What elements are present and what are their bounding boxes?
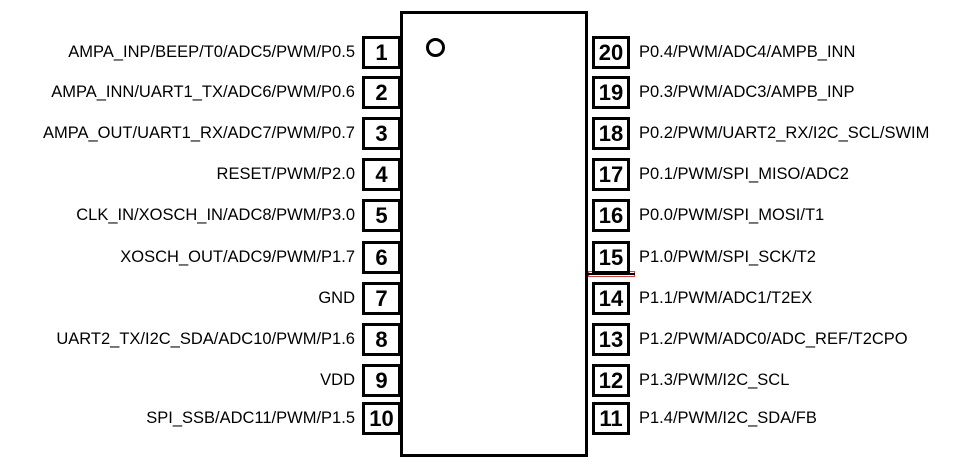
- right-pin-label: P1.3/PWM/I2C_SCL: [639, 371, 790, 389]
- right-pin-label: P1.4/PWM/I2C_SDA/FB: [639, 409, 817, 427]
- pin1-indicator-circle: [426, 38, 445, 57]
- left-pin-label: UART2_TX/I2C_SDA/ADC10/PWM/P1.6: [56, 330, 355, 348]
- right-pin-number: 19: [592, 76, 630, 109]
- right-pin-number: 16: [592, 199, 630, 232]
- left-pin-label: VDD: [320, 371, 355, 389]
- right-pin-number: 13: [592, 323, 630, 356]
- left-pin-number: 1: [362, 36, 401, 69]
- left-pin-label: AMPA_INP/BEEP/T0/ADC5/PWM/P0.5: [68, 43, 355, 61]
- left-pin-number: 5: [362, 199, 401, 232]
- right-pin-number: 17: [592, 158, 630, 191]
- left-pin-number: 9: [362, 364, 401, 397]
- left-pin-number: 4: [362, 158, 401, 191]
- right-pin-number: 18: [592, 117, 630, 150]
- right-pin-label: P0.2/PWM/UART2_RX/I2C_SCL/SWIM: [639, 124, 930, 142]
- left-pin-number: 2: [362, 76, 401, 109]
- right-pin-number: 12: [592, 364, 630, 397]
- selection-marker-line: [588, 273, 635, 275]
- right-pin-label: P0.4/PWM/ADC4/AMPB_INN: [639, 43, 856, 61]
- right-pin-label: P0.0/PWM/SPI_MOSI/T1: [639, 206, 825, 224]
- right-pin-label: P0.3/PWM/ADC3/AMPB_INP: [639, 83, 855, 101]
- right-pin-label: P1.2/PWM/ADC0/ADC_REF/T2CPO: [639, 330, 908, 348]
- right-pin-label: P1.0/PWM/SPI_SCK/T2: [639, 248, 816, 266]
- right-pin-label: P1.1/PWM/ADC1/T2EX: [639, 289, 813, 307]
- left-pin-number: 8: [362, 323, 401, 356]
- right-pin-label: P0.1/PWM/SPI_MISO/ADC2: [639, 165, 849, 183]
- left-pin-label: RESET/PWM/P2.0: [216, 165, 355, 183]
- left-pin-label: AMPA_OUT/UART1_RX/ADC7/PWM/P0.7: [42, 124, 355, 142]
- left-pin-label: SPI_SSB/ADC11/PWM/P1.5: [146, 409, 355, 427]
- left-pin-number: 6: [362, 241, 401, 274]
- left-pin-number: 7: [362, 282, 401, 315]
- left-pin-number: 3: [362, 117, 401, 150]
- left-pin-number: 10: [362, 402, 401, 435]
- left-pin-label: AMPA_INN/UART1_TX/ADC6/PWM/P0.6: [51, 83, 355, 101]
- right-pin-number: 14: [592, 282, 630, 315]
- chip-body: [400, 11, 588, 457]
- right-pin-number: 20: [592, 36, 630, 69]
- left-pin-label: GND: [318, 289, 355, 307]
- left-pin-label: CLK_IN/XOSCH_IN/ADC8/PWM/P3.0: [76, 206, 355, 224]
- right-pin-number: 15: [592, 241, 630, 274]
- right-pin-number: 11: [592, 402, 630, 435]
- left-pin-label: XOSCH_OUT/ADC9/PWM/P1.7: [120, 248, 355, 266]
